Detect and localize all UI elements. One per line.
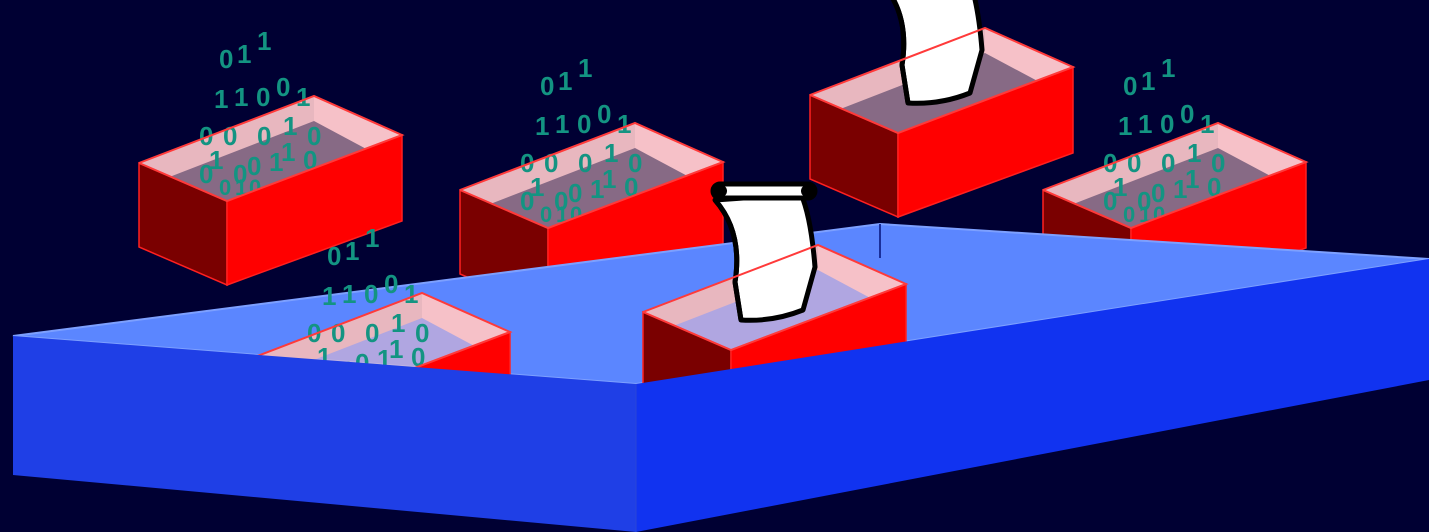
binary-digit: 0 <box>1180 99 1194 129</box>
binary-digit: 0 <box>520 148 534 178</box>
box-rim <box>642 243 909 352</box>
binary-digit: 0 <box>577 109 591 139</box>
binary-digit: 1 <box>555 109 569 139</box>
binary-digit: 1 <box>535 111 549 141</box>
scroll-edge <box>713 198 744 321</box>
binary-digit: 1 <box>342 279 356 309</box>
binary-digit: 1 <box>237 39 251 69</box>
binary-digit: 1 <box>617 109 631 139</box>
binary-digit: 1 <box>1161 53 1175 83</box>
binary-digit: 0 <box>568 178 582 208</box>
binary-digit: 1 <box>281 137 295 167</box>
binary-digit: 1 <box>269 147 283 177</box>
binary-digit: 1 <box>1141 66 1155 96</box>
binary-digit: 1 <box>530 172 544 202</box>
binary-digit: 1 <box>209 145 223 175</box>
binary-digit: 1 <box>558 66 572 96</box>
binary-digit: 0 <box>307 318 321 348</box>
binary-digit: 1 <box>1200 109 1214 139</box>
box-inside-floor <box>460 123 723 228</box>
binary-digit: 0 <box>1123 202 1135 227</box>
binary-digit: 0 <box>307 121 321 151</box>
binary-digit: 1 <box>345 236 359 266</box>
binary-digit: 0 <box>219 44 233 74</box>
binary-digit: 1 <box>283 111 297 141</box>
box-rim <box>459 121 726 230</box>
binary-digit: 0 <box>1151 178 1165 208</box>
scroll-group <box>890 0 985 106</box>
binary-digit: 1 <box>1185 164 1199 194</box>
scroll-edge <box>890 0 911 104</box>
binary-digit: 1 <box>1118 111 1132 141</box>
binary-digit: 1 <box>214 84 228 114</box>
binary-digit: 0 <box>233 159 247 189</box>
binary-digit: 1 <box>590 174 604 204</box>
binary-digit: 1 <box>602 164 616 194</box>
binary-digit: 0 <box>364 279 378 309</box>
binary-digit: 0 <box>1103 148 1117 178</box>
binary-digit: 0 <box>1137 186 1151 216</box>
binary-digit: 0 <box>365 318 379 348</box>
binary-digit: 0 <box>597 99 611 129</box>
scroll-knob-left <box>715 185 727 197</box>
binary-digit: 1 <box>604 138 618 168</box>
binary-digit: 0 <box>276 72 290 102</box>
binary-digit: 1 <box>234 82 248 112</box>
tray-front-wall <box>13 336 636 532</box>
binary-digit: 0 <box>1161 148 1175 178</box>
binary-digit: 0 <box>578 148 592 178</box>
binary-digit: 0 <box>247 151 261 181</box>
binary-digit: 1 <box>257 26 271 56</box>
front-layer <box>13 259 1429 532</box>
binary-digit: 0 <box>554 186 568 216</box>
binary-digit: 0 <box>1211 148 1225 178</box>
binary-digit: 0 <box>256 82 270 112</box>
binary-digit: 0 <box>384 269 398 299</box>
binary-digit: 1 <box>1138 109 1152 139</box>
binary-digit: 0 <box>415 318 429 348</box>
binary-digit: 1 <box>296 82 310 112</box>
binary-digit: 1 <box>322 281 336 311</box>
binary-digit: 0 <box>199 121 213 151</box>
binary-digit: 1 <box>578 53 592 83</box>
box-inside-floor <box>1043 123 1306 228</box>
scroll-roll <box>710 181 818 201</box>
binary-digit: 0 <box>540 202 552 227</box>
binary-digit: 1 <box>1113 172 1127 202</box>
binary-digit: 0 <box>1160 109 1174 139</box>
binary-digit: 0 <box>540 71 554 101</box>
box-rim <box>138 94 405 203</box>
binary-digit: 1 <box>1173 174 1187 204</box>
binary-digit: 1 <box>1187 138 1201 168</box>
box-rim <box>809 26 1076 135</box>
tray-right-wall <box>636 259 1429 532</box>
scroll-group <box>710 181 818 323</box>
binary-digit: 0 <box>257 121 271 151</box>
binary-digit: 0 <box>199 159 213 189</box>
box-rim <box>1042 121 1309 230</box>
box-inside-floor <box>139 96 402 201</box>
binary-digit: 0 <box>1103 186 1117 216</box>
binary-digit: 0 <box>219 175 231 200</box>
binary-digit: 0 <box>327 241 341 271</box>
scroll-knob-right <box>801 185 813 197</box>
binary-digit: 0 <box>1123 71 1137 101</box>
binary-digit: 1 <box>365 223 379 253</box>
binary-digit: 1 <box>391 308 405 338</box>
storage-box-icon <box>809 0 1076 219</box>
binary-digit: 1 <box>389 334 403 364</box>
binary-digit: 0 <box>628 148 642 178</box>
binary-digit: 0 <box>520 186 534 216</box>
binary-digit: 1 <box>404 279 418 309</box>
